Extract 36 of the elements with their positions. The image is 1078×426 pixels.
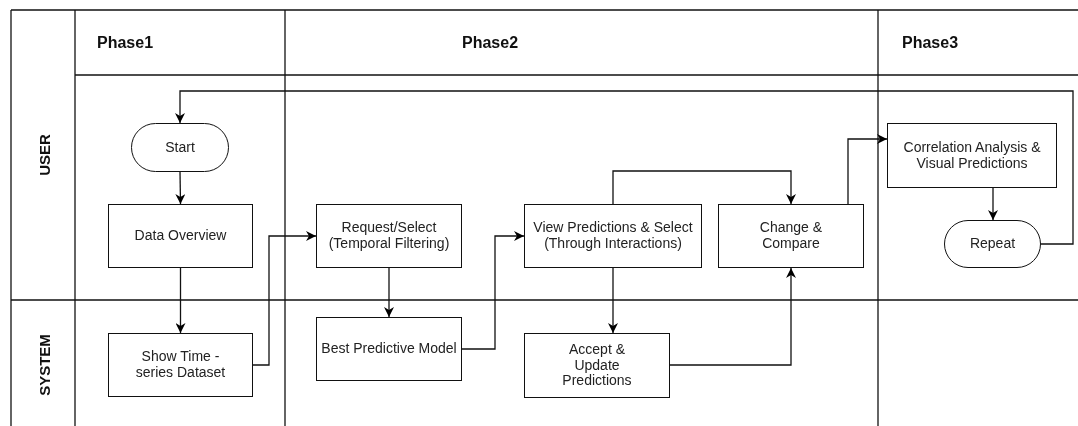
arrow xyxy=(175,171,186,205)
arrow xyxy=(175,267,186,334)
box-label: Accept & Update Predictions xyxy=(561,342,633,389)
arrow xyxy=(988,187,998,221)
process-box xyxy=(887,123,1057,188)
process-box xyxy=(108,333,253,397)
process-box xyxy=(316,204,462,268)
box-label: Correlation Analysis & Visual Predictions xyxy=(902,139,1042,172)
box-label: Change & Compare xyxy=(758,220,824,252)
process-box xyxy=(524,333,670,398)
arrow xyxy=(612,170,796,205)
process-box xyxy=(108,204,253,268)
lane-heading: SYSTEM xyxy=(35,325,55,405)
box-label: Start xyxy=(165,139,195,156)
terminal-stadium xyxy=(131,123,229,172)
arrow xyxy=(669,267,796,366)
process-box xyxy=(524,204,702,268)
lane-heading: USER xyxy=(35,115,55,195)
arrow xyxy=(384,267,394,318)
arrow xyxy=(461,231,525,350)
arrow xyxy=(252,231,317,366)
box-label: Request/Select (Temporal Filtering) xyxy=(327,220,451,252)
phase-heading: Phase3 xyxy=(902,30,1052,56)
box-label: Best Predictive Model xyxy=(321,341,457,357)
phase-heading: Phase2 xyxy=(462,30,612,56)
process-box xyxy=(316,317,462,381)
process-box xyxy=(718,204,864,268)
box-label: Repeat xyxy=(969,236,1016,252)
box-label: Show Time - series Dataset xyxy=(134,349,227,381)
terminal-stadium xyxy=(944,220,1041,268)
phase-heading: Phase1 xyxy=(97,30,247,56)
box-label: View Predictions & Select (Through Interactions) xyxy=(532,220,694,252)
arrow xyxy=(847,134,888,205)
arrow xyxy=(608,267,618,334)
box-label: Data Overview xyxy=(134,228,227,244)
arrow xyxy=(175,90,1074,245)
